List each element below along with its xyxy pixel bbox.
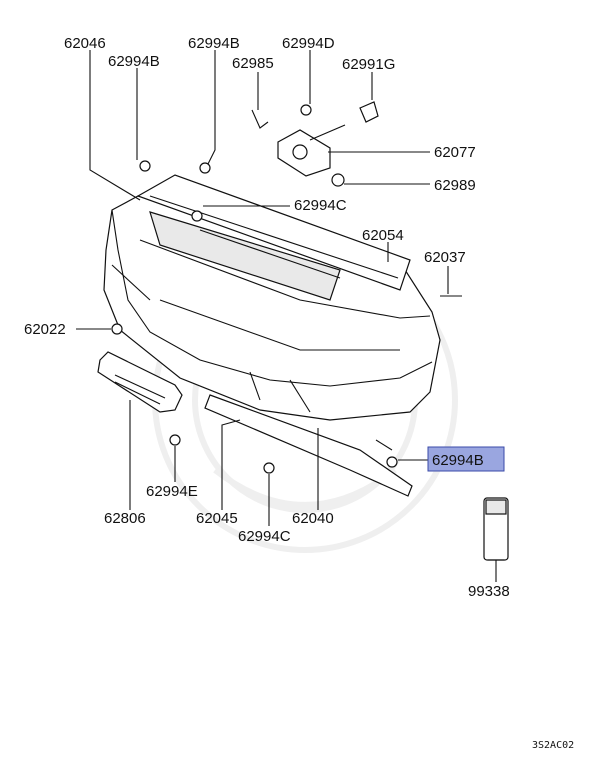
callout-62991g: 62991G: [342, 56, 395, 73]
callout-62806: 62806: [104, 510, 146, 527]
callout-62037: 62037: [424, 249, 466, 266]
callout-62022: 62022: [24, 321, 66, 338]
callout-62994c-top: 62994C: [294, 197, 347, 214]
fastener-bolts: [111, 101, 462, 474]
callout-62994c-bottom: 62994C: [238, 528, 291, 545]
callout-99338: 99338: [468, 583, 510, 600]
callout-62994b-top: 62994B: [188, 35, 240, 52]
callout-62054: 62054: [362, 227, 404, 244]
callout-62994b-left: 62994B: [108, 53, 160, 70]
highlight-box: [427, 446, 505, 472]
leader-lines: [76, 50, 497, 582]
side-bracket: [97, 351, 183, 413]
sealant-tube: [483, 497, 509, 561]
callout-62994b-highlight[interactable]: 62994B: [432, 452, 484, 469]
diagram-code: 3S2AC02: [532, 740, 574, 751]
callout-62040: 62040: [292, 510, 334, 527]
callout-62989: 62989: [434, 177, 476, 194]
callout-62985: 62985: [232, 55, 274, 72]
callout-62994d: 62994D: [282, 35, 335, 52]
callout-62045: 62045: [196, 510, 238, 527]
callout-62077: 62077: [434, 144, 476, 161]
callout-62046: 62046: [64, 35, 106, 52]
reinforcement-bar: [136, 174, 411, 291]
mount-bracket: [277, 124, 346, 177]
lower-lip: [204, 394, 413, 497]
callout-62994e: 62994E: [146, 483, 198, 500]
